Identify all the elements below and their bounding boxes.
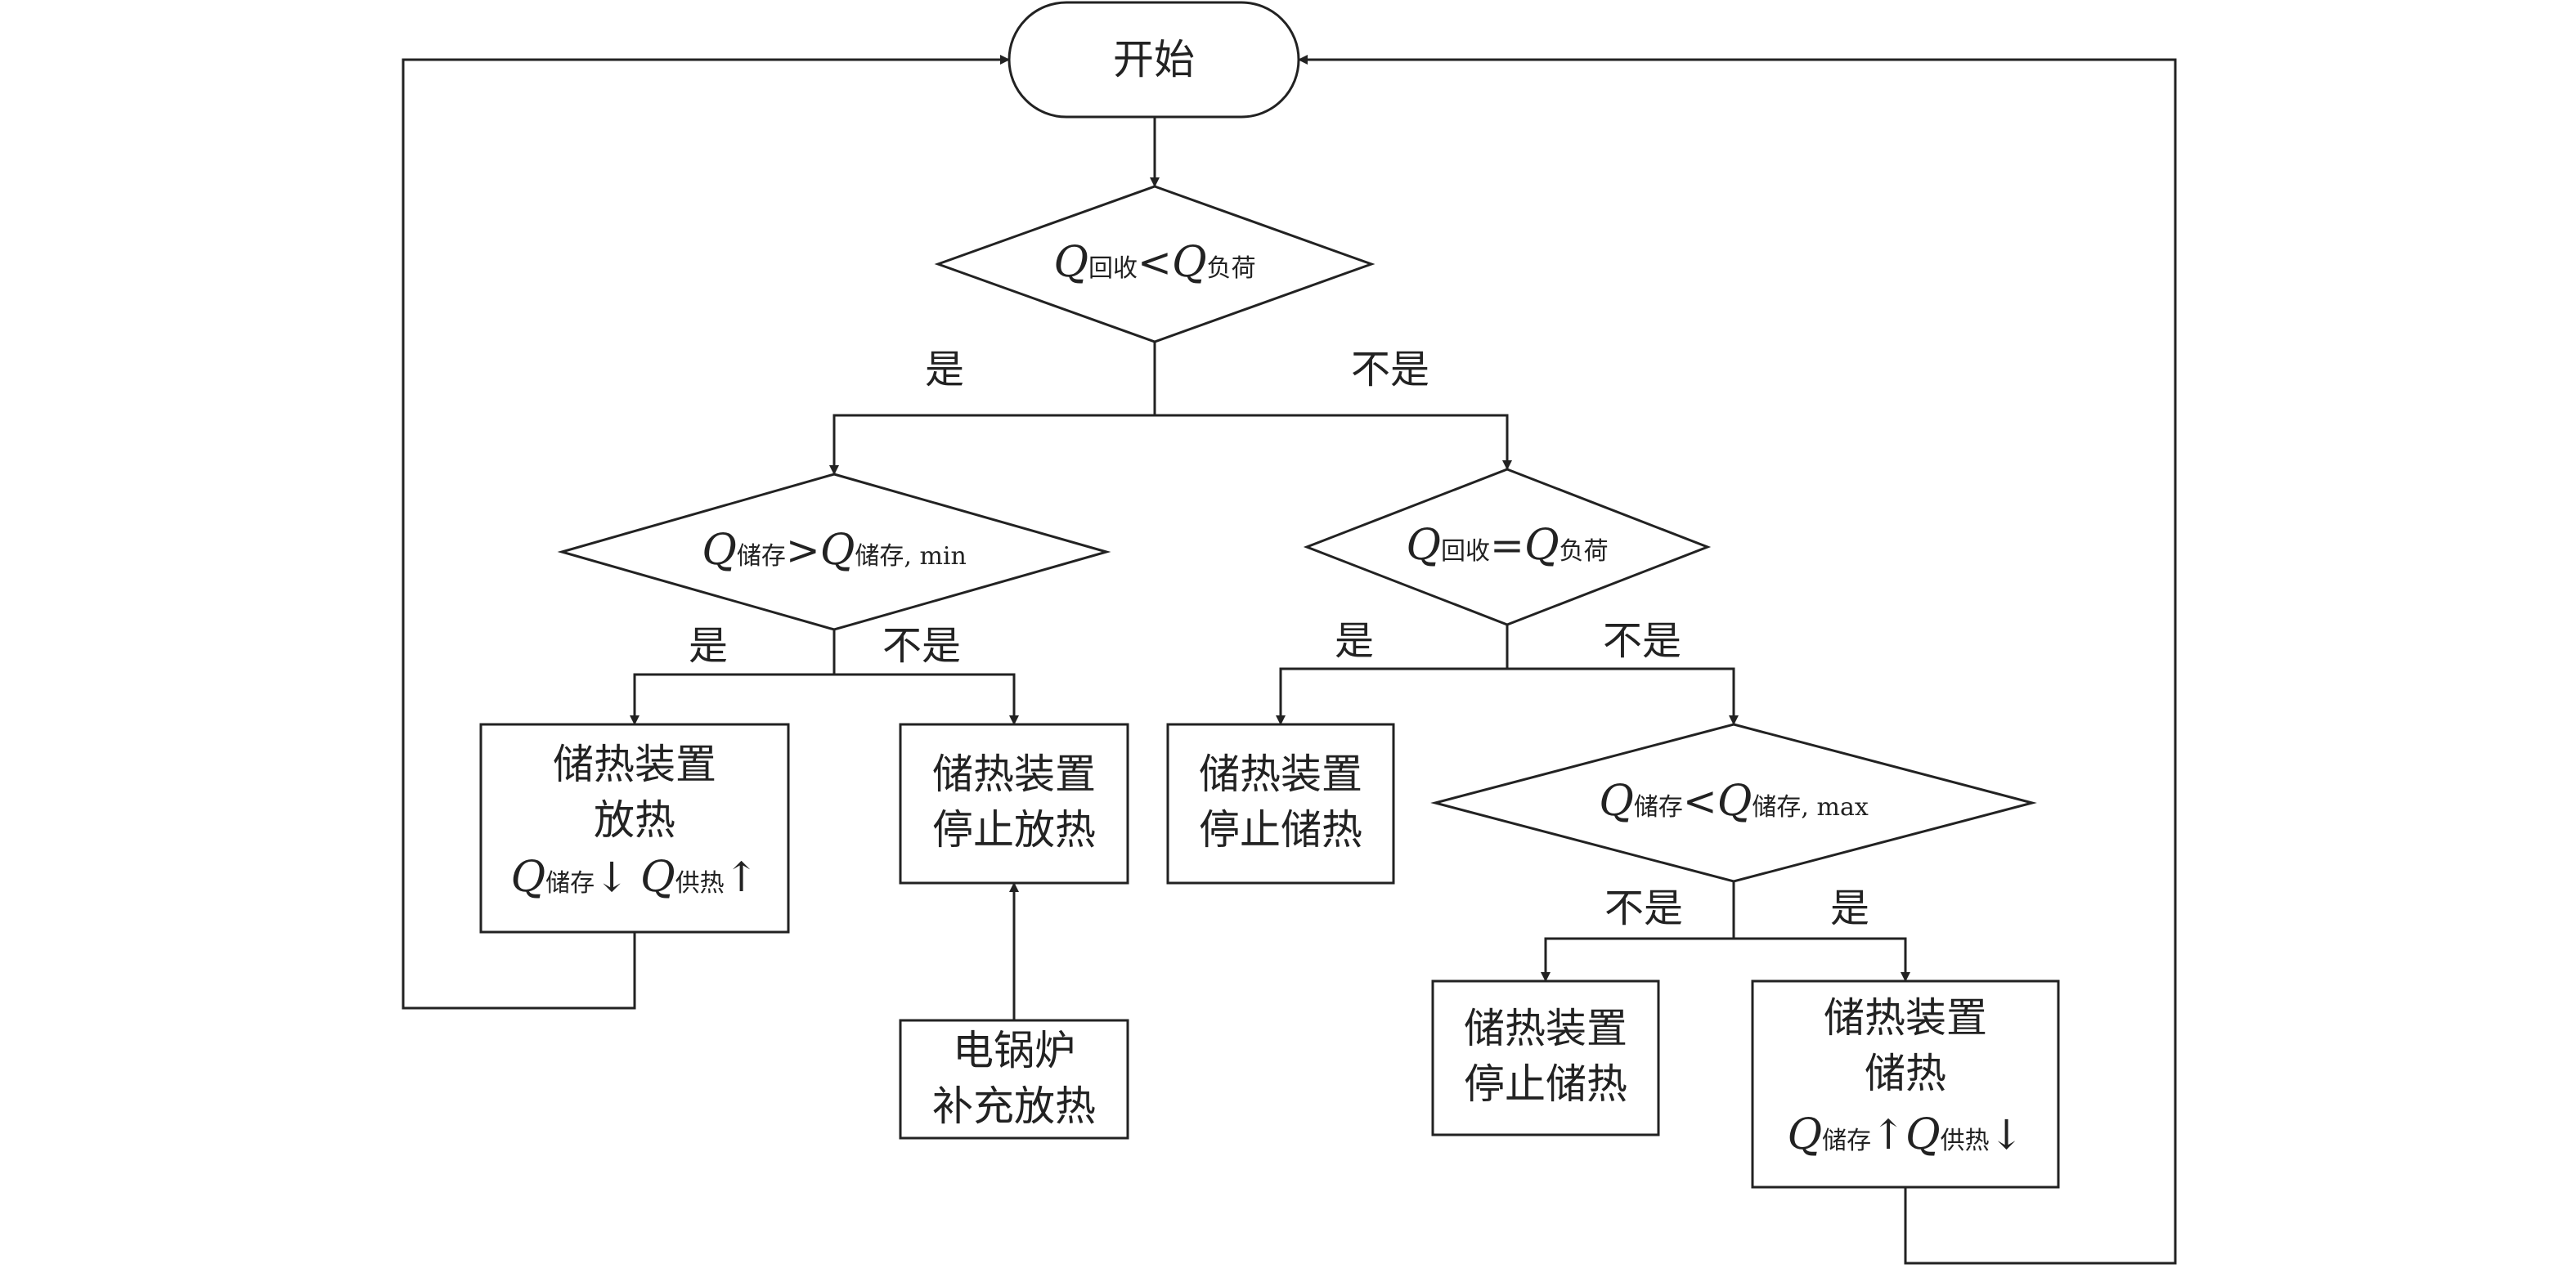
process-storage-stop-storing-b: 储热装置 停止储热: [1431, 979, 1660, 1136]
p5-line2: 停止储热: [1464, 1060, 1627, 1108]
d1-q2: Q: [1172, 238, 1207, 287]
label-d3-no: 不是: [1603, 618, 1681, 664]
decision-d3-label: Q回收=Q负荷: [1406, 521, 1608, 570]
d3-operator: =: [1490, 522, 1524, 569]
label-d1-yes: 是: [925, 347, 964, 392]
edge-d3-to-p4: [1276, 625, 1509, 725]
p1-line2: 放热: [594, 796, 675, 844]
label-d2-yes: 是: [689, 623, 728, 669]
p6-arrow1: ↑: [1871, 1111, 1905, 1159]
p6-line2: 储热: [1865, 1050, 1946, 1097]
d1-operator: <: [1138, 239, 1172, 286]
p6-arrow2: ↓: [1990, 1111, 2024, 1159]
d2-sub1: 储存: [737, 542, 786, 571]
decision-storage-lt-max: Q储存<Q储存, max: [1430, 723, 2037, 883]
d4-q1: Q: [1599, 777, 1634, 826]
start-terminator-shape: [1008, 1, 1300, 119]
p4-line1: 储热装置: [1199, 751, 1362, 798]
process-p5-shape: [1431, 979, 1660, 1136]
process-storage-stop-release: 储热装置 停止放热: [899, 723, 1129, 885]
process-p3-shape: [899, 1019, 1129, 1140]
process-p2-shape: [899, 723, 1129, 885]
d4-operator: <: [1683, 778, 1717, 825]
decision-d2-shape: [557, 473, 1111, 631]
p2-line2: 停止放热: [932, 806, 1096, 854]
process-storage-stop-storing-a: 储热装置 停止储热: [1166, 723, 1395, 885]
p2-line1: 储热装置: [932, 751, 1096, 798]
label-d1-no: 不是: [1351, 347, 1429, 392]
p4-line2: 停止储热: [1199, 806, 1362, 854]
p6-q1: Q: [1787, 1110, 1822, 1159]
decision-d4-label: Q储存<Q储存, max: [1599, 777, 1869, 826]
d3-q2: Q: [1524, 521, 1560, 570]
start-label: 开始: [1113, 36, 1195, 83]
edge-d3-to-d4: [1507, 667, 1739, 725]
p1-sub1: 储存: [545, 869, 595, 898]
label-d2-no: 不是: [882, 623, 961, 669]
p5-line1: 储热装置: [1464, 1005, 1627, 1052]
p1-sub2: 供热: [675, 869, 725, 898]
d1-q1: Q: [1053, 238, 1088, 287]
start-node: 开始: [1008, 1, 1300, 119]
d2-q1: Q: [702, 526, 737, 575]
decision-d4-shape: [1430, 723, 2037, 883]
d2-q2: Q: [820, 526, 855, 575]
p3-line2: 补充放热: [932, 1082, 1096, 1130]
process-p4-shape: [1166, 723, 1395, 885]
process-storage-release-heat: 储热装置 放热 Q储存↓Q供热↑: [479, 723, 790, 934]
process-storage-store-heat: 储热装置 储热 Q储存↑Q供热↓: [1751, 979, 2060, 1189]
decision-d1-shape: [934, 185, 1376, 343]
label-d4-no: 不是: [1604, 885, 1683, 931]
p1-line3: Q储存↓Q供热↑: [510, 853, 758, 902]
p1-q2-sym: Q: [640, 853, 675, 902]
decision-storage-gt-min: Q储存>Q储存, min: [557, 473, 1111, 631]
decision-d2-label: Q储存>Q储存, min: [702, 526, 967, 575]
p3-line1: 电锅炉: [953, 1027, 1075, 1074]
d4-sub2: 储存, max: [1752, 793, 1868, 822]
d3-sub2: 负荷: [1560, 537, 1609, 566]
edges: [402, 55, 2177, 1265]
p6-q2: Q: [1905, 1110, 1941, 1159]
p6-line3: Q储存↑Q供热↓: [1787, 1110, 2023, 1159]
decision-recovery-lt-load: Q回收<Q负荷: [934, 185, 1376, 343]
p6-sub1: 储存: [1822, 1127, 1871, 1155]
process-electric-boiler: 电锅炉 补充放热: [899, 1019, 1129, 1140]
process-p6-shape: [1751, 979, 2060, 1189]
edge-labels: 是 不是 是 不是 是 不是 不是 是: [689, 347, 1869, 931]
p1-q1: Q: [510, 853, 545, 902]
p1-q2: Q: [640, 853, 675, 902]
d1-sub1: 回收: [1088, 254, 1138, 283]
decision-d3-shape: [1303, 468, 1712, 626]
d2-operator: >: [786, 527, 820, 574]
p1-arrow1: ↓: [595, 854, 629, 901]
d1-sub2: 负荷: [1207, 254, 1256, 283]
edge-d1-to-d2: [829, 342, 1156, 475]
edge-d2-to-p1: [630, 630, 836, 725]
p6-line1: 储热装置: [1824, 994, 1987, 1042]
d3-sub1: 回收: [1441, 537, 1490, 566]
edge-d4-to-p5: [1541, 881, 1735, 982]
edge-d1-to-d3: [1155, 414, 1512, 470]
edge-p6-loop-to-start: [1298, 55, 2177, 1265]
label-d3-yes: 是: [1335, 618, 1374, 664]
d3-q1: Q: [1406, 521, 1441, 570]
decision-recovery-eq-load: Q回收=Q负荷: [1303, 468, 1712, 626]
d4-sub1: 储存: [1634, 793, 1683, 822]
decision-d1-label: Q回收<Q负荷: [1053, 238, 1255, 287]
d2-sub2: 储存, min: [855, 542, 966, 571]
edge-d2-to-p2: [834, 673, 1019, 725]
process-p1-shape: [479, 723, 790, 934]
p1-line1: 储热装置: [553, 741, 716, 788]
p6-sub2: 供热: [1941, 1127, 1990, 1155]
label-d4-yes: 是: [1830, 885, 1869, 931]
edge-p1-loop-to-start: [402, 55, 1010, 1010]
edge-d4-to-p6: [1734, 937, 1910, 982]
d4-q2: Q: [1717, 777, 1752, 826]
p1-arrow2: ↑: [725, 854, 759, 901]
